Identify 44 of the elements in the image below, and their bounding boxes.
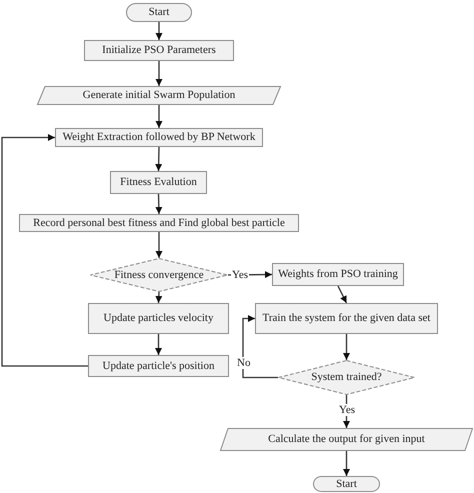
process-box bbox=[84, 40, 234, 61]
process-box bbox=[255, 303, 438, 334]
node-text: System trained? bbox=[311, 371, 382, 384]
node-text: Start bbox=[148, 6, 170, 19]
arrow bbox=[156, 61, 162, 86]
arrow bbox=[156, 22, 162, 40]
node-text: Generate initial Swarm Population bbox=[82, 89, 236, 102]
arrow bbox=[156, 232, 162, 258]
process-box bbox=[88, 303, 229, 334]
node-text: Weights from PSO training bbox=[278, 268, 398, 281]
terminal-shape bbox=[126, 3, 192, 22]
process-box bbox=[55, 128, 263, 147]
process-box bbox=[272, 263, 404, 286]
arrow bbox=[155, 334, 162, 355]
arrow bbox=[155, 194, 162, 214]
arrow bbox=[337, 286, 348, 304]
arrow bbox=[156, 105, 162, 128]
node-text: Record personal best fitness and Find global best particle bbox=[33, 216, 285, 230]
node-text: Calculate the output for given input bbox=[268, 433, 425, 446]
node-text: Fitness Evalution bbox=[120, 176, 197, 189]
edge-label: Yes bbox=[338, 404, 356, 416]
node-text: Train the system for the given data set bbox=[262, 312, 430, 325]
edge-label: No bbox=[236, 357, 252, 370]
arrow bbox=[242, 315, 278, 378]
arrow bbox=[155, 146, 162, 172]
decision-diamond bbox=[90, 258, 228, 292]
terminal-shape bbox=[313, 476, 380, 492]
process-box bbox=[88, 355, 229, 377]
process-box bbox=[110, 171, 207, 194]
node-text: Initialize PSO Parameters bbox=[102, 44, 216, 57]
node-text: Weight Extraction followed by BP Network bbox=[62, 131, 256, 144]
arrow bbox=[155, 292, 162, 304]
node-text: Update particle's position bbox=[102, 360, 214, 372]
node-text: Update particles velocity bbox=[104, 312, 214, 325]
edge-label: Yes bbox=[231, 269, 250, 282]
io-parallelogram bbox=[220, 428, 473, 451]
arrow bbox=[343, 451, 350, 476]
decision-diamond bbox=[278, 360, 415, 395]
io-parallelogram bbox=[37, 86, 281, 105]
arrow bbox=[343, 334, 350, 360]
arrow bbox=[1, 134, 88, 367]
node-text: Fitness convergence bbox=[114, 268, 204, 282]
node-text: Start bbox=[336, 478, 357, 490]
process-box bbox=[19, 214, 299, 232]
